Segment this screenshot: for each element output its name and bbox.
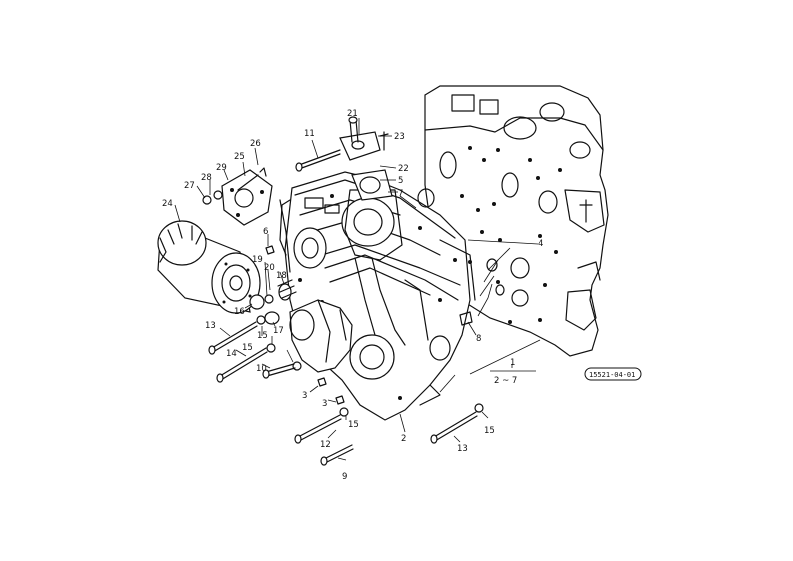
callout-15-c: 15 bbox=[348, 420, 359, 430]
group-label: 1 bbox=[510, 358, 515, 368]
callout-3-b: 3 bbox=[322, 399, 327, 409]
callout-13-left: 13 bbox=[205, 321, 216, 331]
callout-18: 18 bbox=[276, 271, 287, 281]
bolts bbox=[208, 116, 478, 466]
group-range: 2 ~ 7 bbox=[494, 376, 517, 386]
callout-3-a: 3 bbox=[302, 391, 307, 401]
callout-11: 11 bbox=[304, 129, 315, 139]
callout-20: 20 bbox=[264, 263, 275, 273]
leader-lines bbox=[174, 118, 541, 461]
callout-24: 24 bbox=[162, 199, 173, 209]
callout-25: 25 bbox=[234, 152, 245, 162]
callout-15-d: 15 bbox=[484, 426, 495, 436]
oil-filter bbox=[157, 220, 261, 314]
callout-29: 29 bbox=[216, 163, 227, 173]
callout-14: 14 bbox=[226, 349, 237, 359]
reference-code: 15521-04-01 bbox=[589, 371, 635, 379]
filter-flange bbox=[221, 169, 291, 273]
callout-28: 28 bbox=[201, 173, 212, 183]
callout-27: 27 bbox=[184, 181, 195, 191]
callout-10: 10 bbox=[256, 364, 267, 374]
callout-21: 21 bbox=[347, 109, 358, 119]
callout-5: 5 bbox=[398, 176, 403, 186]
callout-6: 6 bbox=[263, 227, 268, 237]
engine-block bbox=[424, 85, 609, 357]
callout-15-a: 15 bbox=[257, 331, 268, 341]
callout-7: 7 bbox=[398, 189, 403, 199]
callout-labels: 21 23 11 22 5 7 26 25 29 28 27 24 6 4 19… bbox=[162, 109, 635, 482]
reference-box bbox=[584, 367, 642, 381]
callout-26: 26 bbox=[250, 139, 261, 149]
callout-23: 23 bbox=[394, 132, 405, 142]
callout-12: 12 bbox=[320, 440, 331, 450]
callout-16: 16 bbox=[234, 307, 245, 317]
callout-8: 8 bbox=[476, 334, 481, 344]
callout-22: 22 bbox=[398, 164, 409, 174]
water-pump bbox=[289, 299, 353, 373]
callout-4: 4 bbox=[538, 239, 543, 249]
callout-13-right: 13 bbox=[457, 444, 468, 454]
callout-15-b: 15 bbox=[242, 343, 253, 353]
small-parts bbox=[202, 131, 484, 417]
thermostat-housing bbox=[339, 131, 435, 208]
callout-9: 9 bbox=[342, 472, 347, 482]
callout-17: 17 bbox=[273, 326, 284, 336]
callout-19: 19 bbox=[252, 255, 263, 265]
callout-2: 2 bbox=[401, 434, 406, 444]
